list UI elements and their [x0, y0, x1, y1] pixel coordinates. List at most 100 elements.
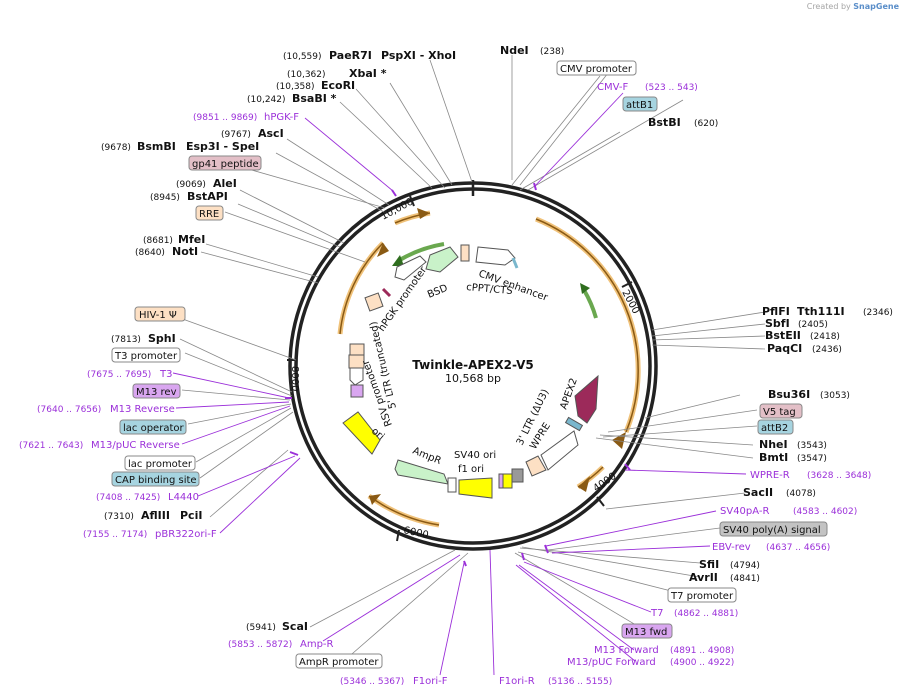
enz-pos-nhei: (3543)	[797, 441, 827, 451]
enz-sacii[interactable]: SacII	[743, 486, 773, 499]
enz-mfei[interactable]: MfeI	[178, 233, 205, 246]
primer-m13-forward[interactable]: M13 Forward	[594, 645, 659, 656]
orf-arrowhead-5	[417, 208, 430, 219]
enz-bsmbi[interactable]: BsmBI	[137, 140, 176, 153]
primer-pos-l4440: (7408 .. 7425)	[96, 493, 160, 503]
feature-label: SV40 poly(A) signal	[723, 525, 821, 536]
enz-pos-sfii: (4794)	[730, 561, 760, 571]
map-length: 10,568 bp	[445, 372, 501, 385]
feature-attb2[interactable]: attB2	[757, 419, 794, 435]
feature-label: M13 fwd	[625, 627, 667, 638]
feature-m13-rev[interactable]: M13 rev	[132, 383, 181, 399]
primer-pos-pbr322: (7155 .. 7174)	[83, 530, 147, 540]
primer-pos-f1ori-f: (5346 .. 5367)	[340, 677, 404, 687]
primer-pbr322ori-f[interactable]: pBR322ori-F	[155, 529, 217, 540]
feature-attb1[interactable]: attB1	[622, 96, 658, 112]
enz-pspxi-xhoi[interactable]: PspXI - XhoI	[381, 49, 456, 62]
lac-shapes	[350, 384, 364, 398]
feature-cap-binding-site[interactable]: CAP binding site	[111, 471, 200, 487]
feature-rre[interactable]: RRE	[195, 205, 224, 221]
enz-bsabi[interactable]: BsaBI *	[292, 92, 337, 105]
enz-pcii[interactable]: PciI	[180, 509, 202, 522]
enz-paer7i[interactable]: PaeR7I	[329, 49, 372, 62]
enz-afliii[interactable]: AflIII	[141, 509, 170, 522]
enz-pos-bsabi: (10,242)	[247, 95, 286, 105]
feature-hiv1-psi[interactable]: HIV-1 Ψ	[134, 306, 186, 322]
primer-l4440[interactable]: L4440	[168, 492, 199, 503]
primer-m13puc-reverse[interactable]: M13/pUC Reverse	[91, 440, 180, 451]
feature-t3-promoter[interactable]: T3 promoter	[111, 347, 181, 363]
feature-label: M13 rev	[136, 387, 177, 398]
enz-pos-paqci: (2436)	[812, 345, 842, 355]
feature-gp41-peptide[interactable]: gp41 peptide	[188, 155, 262, 171]
primer-f1ori-f[interactable]: F1ori-F	[413, 676, 448, 687]
enz-pos-bmti: (3547)	[797, 454, 827, 464]
feature-sv40-polya[interactable]: SV40 poly(A) signal	[719, 521, 828, 537]
enz-pflfi[interactable]: PflFI	[762, 305, 790, 318]
enz-nhei[interactable]: NheI	[759, 438, 788, 451]
primer-wpre-r[interactable]: WPRE-R	[750, 470, 790, 481]
apex2-shape	[574, 374, 599, 424]
feature-m13-fwd[interactable]: M13 fwd	[621, 623, 673, 639]
cmv-enhancer-shape	[475, 246, 516, 266]
primer-pos-m13puc-rev: (7621 .. 7643)	[19, 441, 83, 451]
enz-sbfi[interactable]: SbfI	[765, 317, 790, 330]
enz-bstbi[interactable]: BstBI	[648, 116, 681, 129]
enz-bmti[interactable]: BmtI	[759, 451, 788, 464]
primer-m13puc-forward[interactable]: M13/pUC Forward	[567, 657, 656, 668]
enz-scai[interactable]: ScaI	[282, 620, 308, 633]
enz-bstapi[interactable]: BstAPI	[187, 190, 228, 203]
enz-ndei[interactable]: NdeI	[500, 44, 529, 57]
primer-hpgk-f[interactable]: hPGK-F	[264, 112, 299, 123]
enz-tth111i[interactable]: Tth111I	[797, 305, 845, 318]
enz-xbai[interactable]: XbaI *	[349, 67, 387, 80]
feature-ampr-promoter[interactable]: AmpR promoter	[295, 653, 383, 669]
primer-t7[interactable]: T7	[650, 608, 663, 619]
enz-paqci[interactable]: PaqCI	[767, 342, 802, 355]
feature-t7-promoter[interactable]: T7 promoter	[667, 587, 737, 603]
enz-pos-ecori: (10,358)	[276, 82, 315, 92]
enz-bsu36i[interactable]: Bsu36I	[768, 388, 810, 401]
enz-noti[interactable]: NotI	[172, 245, 198, 258]
primer-m13-reverse[interactable]: M13 Reverse	[110, 404, 175, 415]
feature-lac-promoter[interactable]: lac promoter	[124, 455, 196, 471]
attb2-shape	[564, 416, 584, 432]
enz-asci[interactable]: AscI	[258, 127, 284, 140]
enz-pos-asci: (9767)	[221, 130, 251, 140]
feature-v5-tag[interactable]: V5 tag	[759, 403, 803, 419]
enz-alei[interactable]: AleI	[213, 177, 237, 190]
enz-ecori[interactable]: EcoRI	[321, 79, 355, 92]
hpgk-shape	[394, 255, 427, 281]
primer-ebv-rev[interactable]: EBV-rev	[712, 542, 751, 553]
connector-lines	[165, 55, 766, 661]
feature-label: AmpR promoter	[299, 657, 379, 668]
bsd-shape	[425, 246, 459, 273]
feature-cmv-promoter[interactable]: CMV promoter	[556, 60, 637, 76]
enz-sfii[interactable]: SfiI	[699, 558, 719, 571]
primer-f1ori-r[interactable]: F1ori-R	[499, 676, 535, 687]
label-ampr: AmpR	[411, 446, 443, 467]
snapgene-credit: Created by SnapGene	[807, 2, 899, 11]
primer-pos-m13puc-forward: (4900 .. 4922)	[670, 658, 734, 668]
enz-avrii[interactable]: AvrII	[689, 571, 718, 584]
attb1-shape	[511, 257, 519, 269]
enz-esp3i-spei[interactable]: Esp3I - SpeI	[186, 140, 259, 153]
tick-mark-6000	[396, 529, 400, 542]
primer-amp-r[interactable]: Amp-R	[300, 639, 334, 650]
primer-pos-sv40pa-r: (4583 .. 4602)	[793, 507, 857, 517]
enz-bsteii[interactable]: BstEII	[765, 329, 801, 342]
feature-label: gp41 peptide	[192, 159, 259, 170]
primer-cmv-f[interactable]: CMV-F	[597, 82, 628, 93]
enz-pos-bsmbi: (9678)	[101, 143, 131, 153]
green-arc-1	[582, 288, 598, 319]
feature-lac-operator[interactable]: lac operator	[119, 419, 187, 435]
primer-sv40pa-r[interactable]: SV40pA-R	[720, 506, 769, 517]
enz-pos-paer7i: (10,559)	[283, 52, 322, 62]
primer-t3[interactable]: T3	[159, 369, 172, 380]
feature-label: HIV-1 Ψ	[139, 310, 177, 321]
primer-marks	[285, 182, 631, 567]
enz-pos-bstapi: (8945)	[150, 193, 180, 203]
enz-sphi[interactable]: SphI	[148, 332, 176, 345]
enz-pos-bstbi: (620)	[694, 119, 718, 129]
